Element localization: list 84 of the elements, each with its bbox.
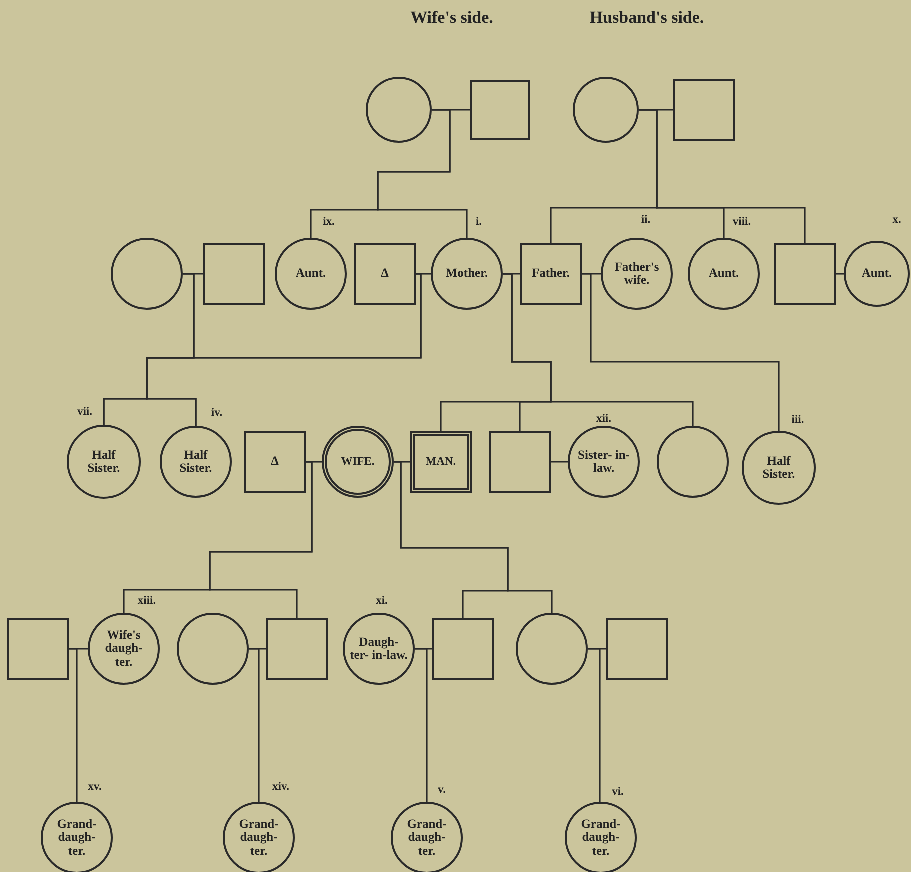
person-circle <box>657 426 729 498</box>
person-circle <box>67 425 141 499</box>
person-label: Sister- in-law. <box>577 448 631 476</box>
person-square <box>432 618 494 680</box>
person-circle <box>41 802 113 872</box>
person-circle <box>516 613 588 685</box>
person-circle <box>601 238 673 310</box>
person-square <box>470 80 530 140</box>
descent-line <box>588 648 601 802</box>
person-circle <box>391 802 463 872</box>
descent-line <box>394 461 553 613</box>
marriage-line <box>551 461 568 463</box>
person-label: Grand- daugh- ter. <box>56 818 98 858</box>
person-label: Daugh- ter- in-law. <box>349 636 409 662</box>
person-label: Father. <box>530 267 572 281</box>
person-square <box>354 243 416 305</box>
person-circle <box>366 77 432 143</box>
generation-numeral: xi. <box>376 595 388 607</box>
person-circle <box>688 238 760 310</box>
generation-numeral: xiv. <box>272 781 290 793</box>
person-circle <box>111 238 183 310</box>
person-circle <box>573 77 639 143</box>
person-label: Half Sister. <box>178 448 214 476</box>
person-label: Δ <box>380 267 390 281</box>
person-label: Δ <box>270 455 280 469</box>
generation-numeral: v. <box>438 784 446 796</box>
person-circle <box>742 431 816 505</box>
person-square <box>410 431 472 493</box>
marriage-line <box>836 273 844 275</box>
person-label: Aunt. <box>294 267 328 281</box>
descent-line <box>415 648 428 802</box>
generation-numeral: xii. <box>596 413 612 425</box>
descent-line <box>582 273 780 431</box>
person-label: Grand- daugh- ter. <box>580 818 622 858</box>
person-square <box>203 243 265 305</box>
generation-numeral: iii. <box>792 414 804 426</box>
person-label: Half Sister. <box>86 448 122 476</box>
descent-line <box>249 648 260 802</box>
generation-numeral: vi. <box>612 786 624 798</box>
generation-numeral: i. <box>476 216 482 228</box>
generation-numeral: xiii. <box>138 595 156 607</box>
person-circle <box>177 613 249 685</box>
descent-line <box>639 109 806 243</box>
person-circle <box>431 238 503 310</box>
person-label: Grand- daugh- ter. <box>238 818 280 858</box>
person-label: WIFE. <box>340 456 376 468</box>
person-square <box>489 431 551 493</box>
person-circle <box>844 241 910 307</box>
descent-line <box>377 109 468 238</box>
person-label: Aunt. <box>860 267 894 281</box>
person-square <box>266 618 328 680</box>
person-label: Grand- daugh- ter. <box>406 818 448 858</box>
descent-line <box>209 461 313 618</box>
person-label: Wife's daugh- ter. <box>104 629 144 669</box>
person-circle <box>223 802 295 872</box>
descent-line <box>503 273 694 426</box>
generation-numeral: ii. <box>641 214 651 226</box>
person-label: Mother. <box>444 267 490 281</box>
person-square <box>7 618 69 680</box>
person-label: Father's wife. <box>614 260 660 288</box>
person-circle <box>568 426 640 498</box>
person-square <box>673 79 735 141</box>
person-square <box>520 243 582 305</box>
person-label: MAN. <box>424 456 458 468</box>
person-square <box>606 618 668 680</box>
generation-numeral: viii. <box>732 216 752 228</box>
generation-numeral: xv. <box>88 781 102 793</box>
generation-numeral: x. <box>892 214 902 226</box>
side-heading: Wife's side. <box>410 8 494 28</box>
person-circle <box>275 238 347 310</box>
person-circle <box>565 802 637 872</box>
person-label: Half Sister. <box>762 454 796 482</box>
side-heading: Husband's side. <box>590 8 704 28</box>
person-circle <box>343 613 415 685</box>
descent-line <box>69 648 78 802</box>
generation-numeral: vii. <box>78 406 92 418</box>
person-square <box>244 431 306 493</box>
person-circle <box>322 426 394 498</box>
person-circle <box>88 613 160 685</box>
person-circle <box>160 426 232 498</box>
person-square <box>774 243 836 305</box>
person-label: Aunt. <box>708 267 740 281</box>
generation-numeral: ix. <box>323 216 335 228</box>
generation-numeral: iv. <box>211 407 223 419</box>
